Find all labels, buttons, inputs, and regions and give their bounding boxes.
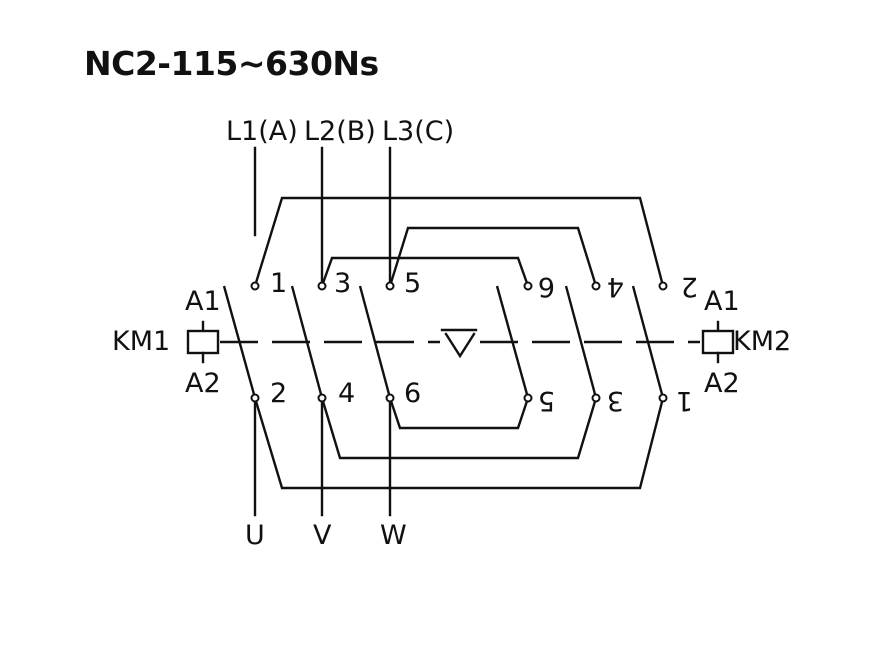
km2-coil-a1: A1 — [704, 286, 740, 317]
supply-label-l2: L2(B) — [304, 116, 376, 147]
terminal-km1-3 — [317, 281, 327, 291]
km2-coil-label: KM2 — [733, 326, 791, 357]
terminal-km2-4 — [591, 281, 601, 291]
terminal-km1-4 — [317, 393, 327, 403]
terminal-km2-3 — [591, 393, 601, 403]
km2-terminal-label-1: 1 — [676, 385, 693, 416]
terminal-km1-6 — [385, 393, 395, 403]
km1-coil — [186, 329, 220, 355]
km2-coil — [701, 329, 735, 355]
terminal-km1-5 — [385, 281, 395, 291]
terminal-km2-1 — [658, 393, 668, 403]
terminal-km2-2 — [658, 281, 668, 291]
output-label-u: U — [245, 520, 265, 551]
km2-terminal-label-3: 3 — [607, 385, 624, 416]
terminal-km2-6 — [523, 281, 533, 291]
mechanical-interlock-triangle-icon — [440, 326, 478, 359]
km2-terminal-label-2: 2 — [681, 271, 698, 302]
km1-coil-a2: A2 — [185, 368, 221, 399]
bottom-cross-wire-v — [320, 396, 598, 460]
km1-coil-label: KM1 — [112, 326, 170, 357]
km1-terminal-label-6: 6 — [404, 378, 421, 409]
output-label-v: V — [313, 520, 332, 551]
km2-blade-2 — [564, 285, 598, 399]
km2-coil-a2: A2 — [704, 368, 740, 399]
km1-blade-3 — [358, 285, 392, 399]
diagram-title: NC2-115~630Ns — [84, 44, 379, 83]
km1-terminal-label-1: 1 — [270, 268, 287, 299]
terminal-km2-5 — [523, 393, 533, 403]
output-label-w: W — [380, 520, 407, 551]
km2-terminal-label-4: 4 — [607, 271, 624, 302]
top-cross-wire-l1 — [253, 196, 665, 288]
terminal-km1-1 — [250, 281, 260, 291]
km1-terminal-label-5: 5 — [404, 268, 421, 299]
supply-label-l3: L3(C) — [382, 116, 454, 147]
km1-terminal-label-4: 4 — [338, 378, 355, 409]
bottom-cross-wire-u — [253, 396, 665, 490]
km2-terminal-label-5: 5 — [538, 385, 555, 416]
km1-terminal-label-2: 2 — [270, 378, 287, 409]
km1-coil-a1: A1 — [185, 286, 221, 317]
supply-label-l1: L1(A) — [226, 116, 298, 147]
terminal-km1-2 — [250, 393, 260, 403]
bottom-cross-wire-w — [388, 396, 530, 430]
km2-terminal-label-6: 6 — [538, 271, 555, 302]
top-cross-wire-l2 — [320, 256, 530, 288]
km1-terminal-label-3: 3 — [334, 268, 351, 299]
